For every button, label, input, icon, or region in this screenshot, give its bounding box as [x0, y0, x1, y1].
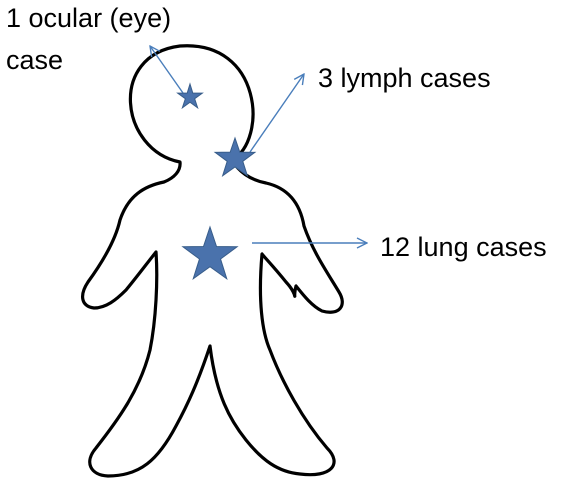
lymph-label: 3 lymph cases	[318, 62, 491, 94]
lung-label: 12 lung cases	[380, 231, 547, 263]
ocular-label-line-2: case	[6, 44, 63, 76]
lymph-arrow	[250, 74, 304, 152]
ocular-label-line-1: 1 ocular (eye)	[6, 2, 171, 34]
